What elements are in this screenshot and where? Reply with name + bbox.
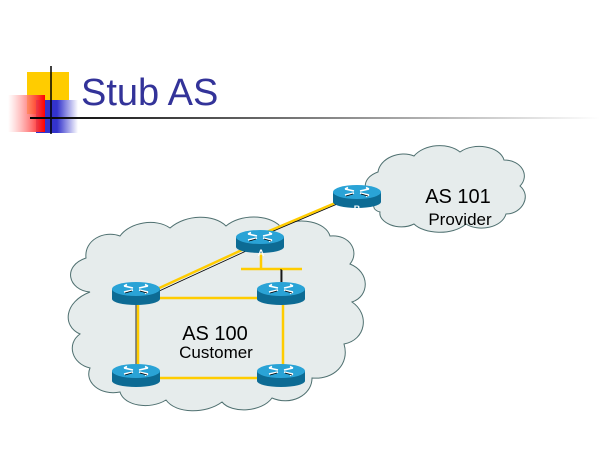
- router-top-right[interactable]: [256, 281, 306, 306]
- router-top-left[interactable]: [111, 281, 161, 306]
- as101-name: AS 101: [425, 186, 491, 208]
- as100-role: Customer: [179, 343, 253, 362]
- router-bottom-right[interactable]: [256, 363, 306, 388]
- cloud-as101: [364, 145, 526, 233]
- router-bottom-left[interactable]: [111, 363, 161, 388]
- title-underline: [30, 117, 600, 119]
- link-a-tl: [154, 242, 256, 292]
- link-a-b: [261, 199, 341, 236]
- router-b-label: B: [354, 204, 361, 214]
- router-a-label: A: [258, 248, 265, 258]
- as101-role: Provider: [428, 210, 492, 229]
- slide-title: Stub AS: [81, 72, 219, 114]
- cloud-as100: [67, 216, 366, 412]
- logo-red-square: [8, 95, 45, 132]
- slide-logo: [8, 66, 600, 134]
- as100-name: AS 100: [182, 323, 248, 345]
